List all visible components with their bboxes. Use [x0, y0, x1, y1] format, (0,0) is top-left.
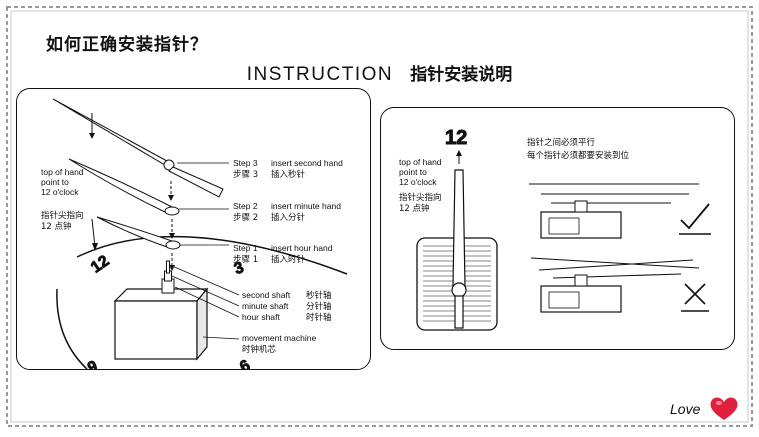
step-3-cn-label: 步骤 3 — [233, 170, 258, 180]
second-hand-tail — [168, 166, 224, 198]
tilted-hand-2 — [538, 259, 694, 271]
top-label-en-1: top of hand — [41, 167, 84, 177]
movement-box — [114, 300, 198, 360]
center-hub — [451, 282, 467, 298]
love-watermark: Love — [670, 397, 738, 420]
top-label-cn-1: 指针尖指向 — [41, 210, 84, 221]
minute-shaft-cn: 分针轴 — [306, 301, 332, 312]
top-label-cn-2: 12 点钟 — [41, 221, 72, 232]
step-1-cn-text: 插入时针 — [271, 254, 306, 265]
love-text: Love — [670, 401, 701, 417]
movement-box-top — [113, 288, 209, 302]
arrow-down-icon — [89, 133, 95, 139]
dial-number-6: 6 — [237, 357, 253, 369]
check-icon — [680, 203, 710, 230]
title-cn: 指针安装说明 — [410, 65, 513, 85]
step-3-label: Step 3 — [233, 158, 258, 168]
step-3-cn-text: 插入秒针 — [271, 169, 306, 180]
cross-icon — [684, 283, 706, 305]
dial-number-12: 12 — [88, 252, 112, 276]
page-heading: 如何正确安装指针？ — [46, 35, 208, 55]
hour-shaft-cn: 时针轴 — [306, 312, 332, 323]
top-label-en-2: point to — [41, 177, 69, 187]
step-2-cn-label: 步骤 2 — [233, 213, 258, 223]
second-hand — [52, 98, 168, 166]
tilted-hand-1 — [530, 257, 700, 269]
step-2-cn-text: 插入分针 — [271, 212, 306, 223]
arrow-down-icon — [168, 195, 174, 201]
hour-hand-hub — [165, 240, 181, 250]
heart-icon — [710, 397, 738, 420]
title-en: INSTRUCTION — [246, 64, 394, 85]
dial-number-9: 9 — [86, 358, 100, 369]
movement-cn: 时钟机芯 — [242, 344, 277, 355]
hour-hand — [96, 216, 173, 248]
step-1-text: insert hour hand — [271, 243, 333, 253]
right-top-label-en-1: top of hand — [399, 157, 442, 167]
alignment-diagram: 12 top of hand point to 12 o'clock — [399, 127, 711, 331]
exploded-diagram: 12 3 9 6 — [41, 98, 348, 369]
second-shaft-cn: 秒针轴 — [306, 290, 332, 301]
exploded-diagram-panel: 12 3 9 6 — [16, 88, 371, 370]
dial-outline — [76, 235, 348, 275]
tilted-hand-3 — [552, 273, 682, 279]
arrow-down-icon — [92, 243, 98, 251]
second-shaft-label: second shaft — [242, 290, 291, 300]
hand-tail-front — [454, 295, 464, 329]
minute-hand — [68, 158, 173, 214]
top-label-en-3: 12 o'clock — [41, 187, 79, 197]
second-shaft — [166, 260, 170, 274]
twelve-numeral: 12 — [445, 127, 467, 149]
arrow-up-icon — [456, 150, 462, 156]
second-hand-hub — [163, 159, 175, 171]
step-3-text: insert second hand — [271, 158, 343, 168]
step-1-label: Step 1 — [233, 243, 258, 253]
right-top-label-cn-1: 指针尖指向 — [399, 192, 442, 203]
arrow-down-icon — [169, 233, 175, 239]
stacked-hands-front — [452, 169, 466, 287]
alignment-panel: 12 top of hand point to 12 o'clock — [380, 107, 735, 350]
minute-hand-hub — [164, 206, 180, 216]
movement-label: movement machine — [242, 333, 316, 343]
step-1-cn-label: 步骤 1 — [233, 255, 258, 265]
parallel-note-2: 每个指针必须都要安装到位 — [527, 150, 630, 161]
instruction-title: INSTRUCTION 指针安装说明 — [0, 60, 759, 86]
movement-box-side — [196, 287, 208, 361]
step-2-text: insert minute hand — [271, 201, 341, 211]
parallel-note-1: 指针之间必须平行 — [527, 137, 596, 148]
dial-outline-lower — [56, 288, 88, 369]
hour-shaft-label: hour shaft — [242, 312, 280, 322]
right-top-label-en-3: 12 o'clock — [399, 177, 437, 187]
right-top-label-en-2: point to — [399, 167, 427, 177]
right-top-label-cn-2: 12 点钟 — [399, 203, 430, 214]
minute-shaft-label: minute shaft — [242, 301, 289, 311]
step-2-label: Step 2 — [233, 201, 258, 211]
